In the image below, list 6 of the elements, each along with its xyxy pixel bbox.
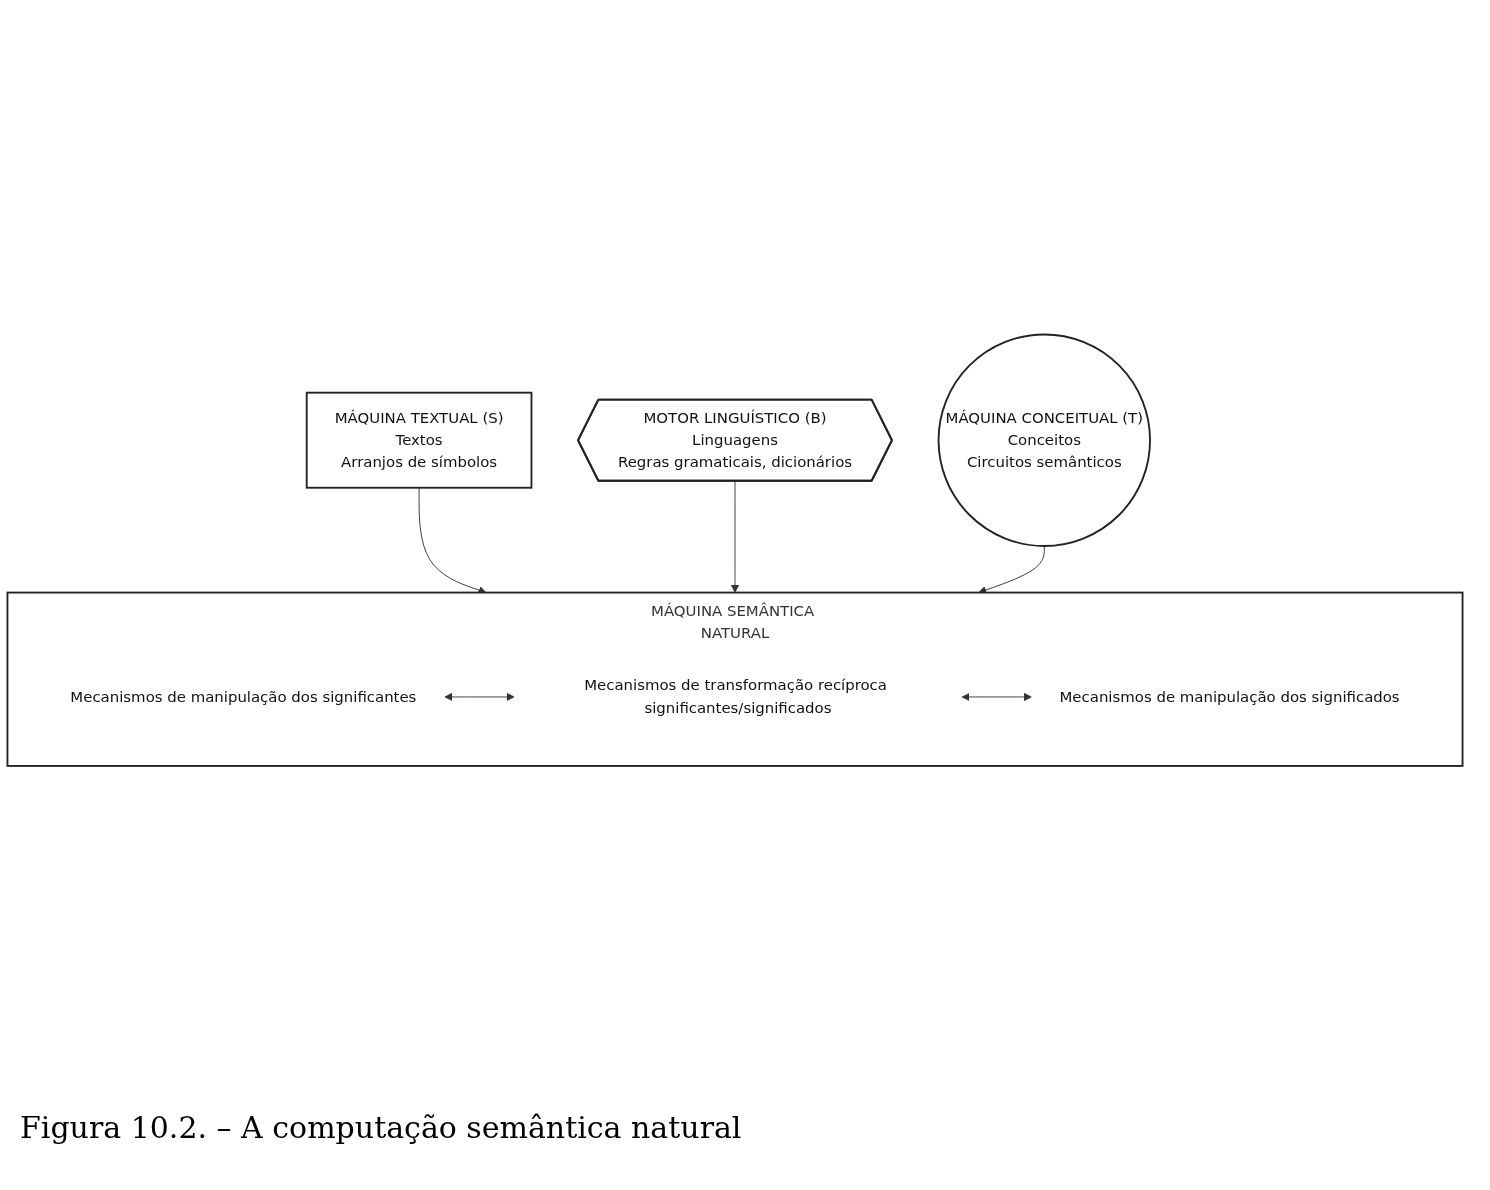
node-text: Mecanismos de manipulação dos significados: [1059, 687, 1400, 706]
node-box: MÁQUINA TEXTUAL (S) Textos Arranjos de símbolos: [305, 391, 533, 489]
node-circle: MÁQUINA CONCEITUAL (T) Conceitos Circuitos semânticos: [937, 333, 1151, 547]
figure-caption: Figura 10.2. – A computação semântica natural: [20, 1110, 743, 1145]
node-text: Mecanismos de transformação recíproca significantes/significados: [584, 676, 887, 717]
node-text: Mecanismos de manipulação dos significantes: [70, 687, 417, 706]
